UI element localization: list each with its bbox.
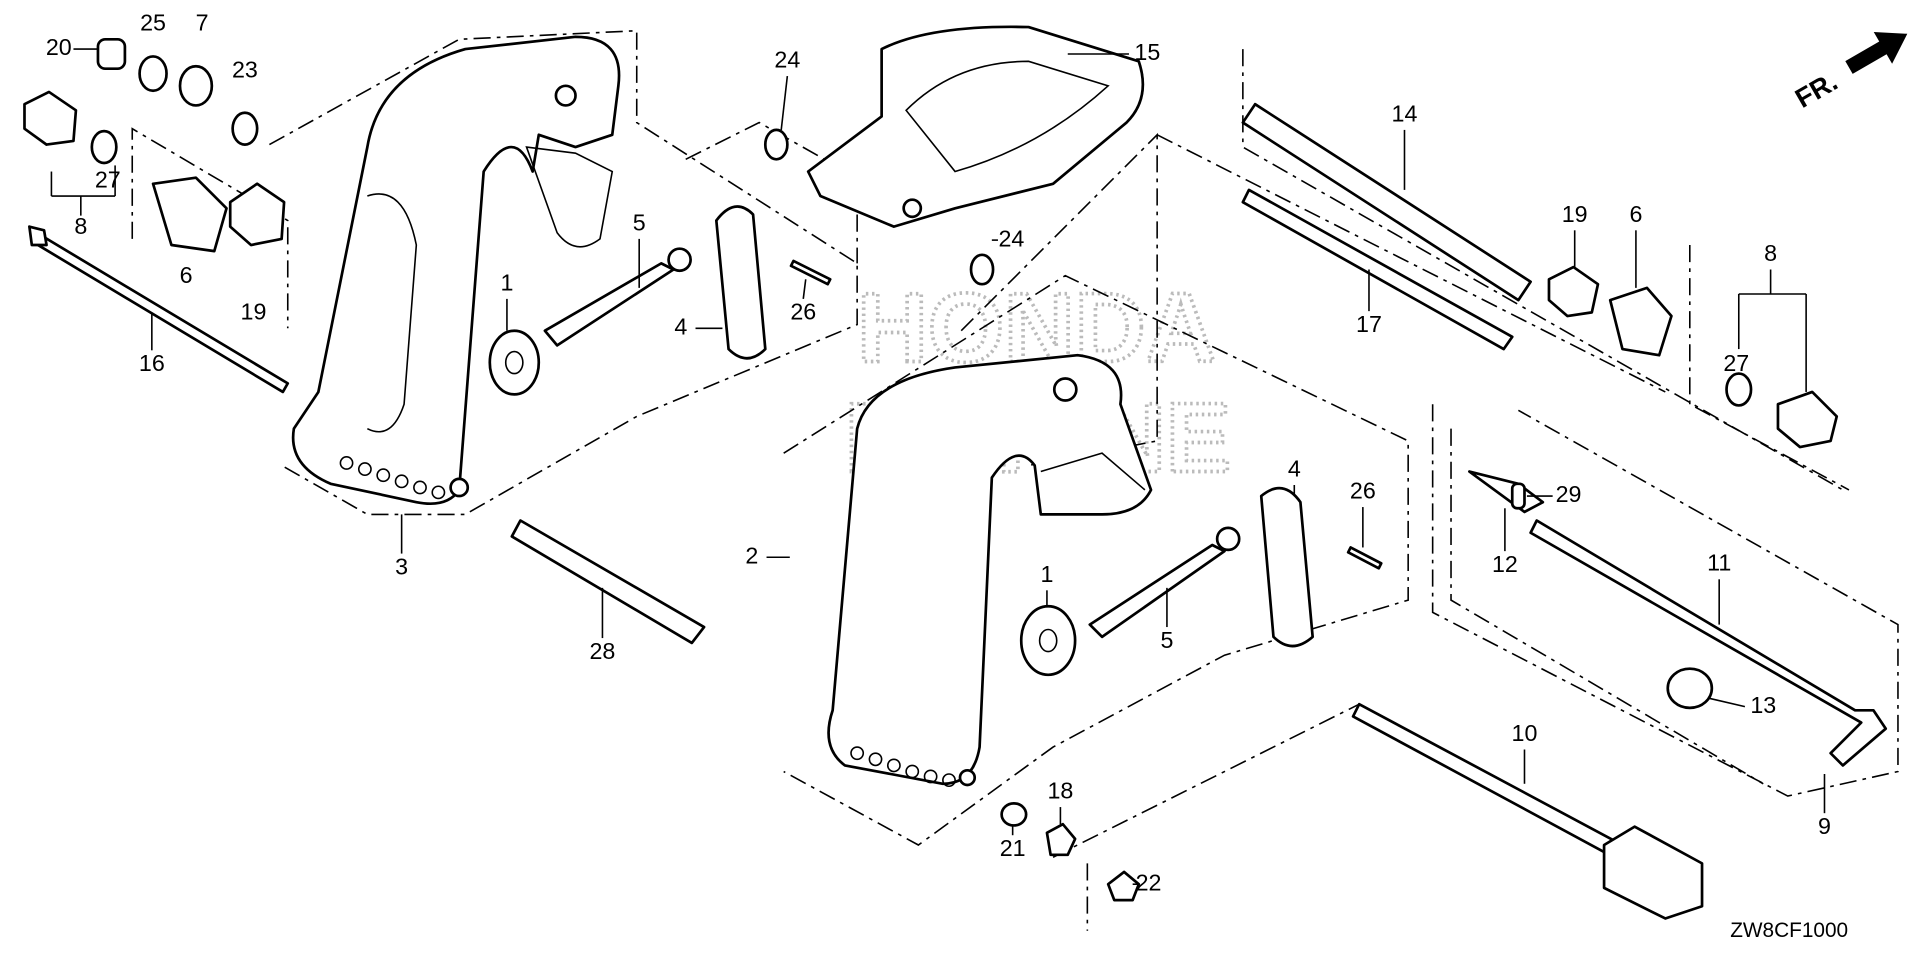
callout: 6 [1629,201,1642,227]
callout: 2 [745,542,758,568]
callout: 27 [95,166,121,192]
callout: 24 [774,46,800,72]
bracket-2 [827,353,1153,788]
callout: 29 [1556,481,1582,507]
bracket-3 [291,35,621,506]
rods [28,102,1888,920]
callout: 25 [140,10,166,36]
callout: 16 [139,350,165,376]
callout: 13 [1750,692,1776,718]
callout: 17 [1356,311,1382,337]
callout: 14 [1392,100,1418,126]
diagram-code: ZW8CF1000 [1730,919,1848,942]
callout: 8 [1764,240,1777,266]
callout: 24 [998,225,1024,251]
callouts: 20 25 7 23 27 8 6 19 16 3 1 5 4 26 24 24… [46,10,1831,896]
callout: 4 [1288,455,1301,481]
callout: 7 [196,10,209,36]
callout: 8 [74,213,87,239]
callout: 11 [1707,550,1731,576]
callout: 12 [1492,551,1518,577]
callout: 23 [232,56,258,82]
callout: 19 [241,299,267,325]
callout: 22 [1136,869,1162,895]
callout: 21 [1000,835,1026,861]
front-arrow-indicator: FR. [1790,31,1908,114]
callout: 19 [1562,201,1588,227]
callout: 3 [395,553,408,579]
callout: 4 [674,313,687,339]
leader-lines [50,48,1826,885]
callout: 9 [1818,813,1831,839]
callout: 6 [180,262,193,288]
callout: 26 [1350,477,1376,503]
group-outlines [131,29,1899,931]
callout: 28 [590,638,616,664]
front-label: FR. [1790,66,1843,114]
callout: 15 [1134,39,1160,65]
callout: 26 [790,299,816,325]
handle-15 [806,25,1145,228]
callout: 27 [1723,350,1749,376]
callout: 10 [1512,720,1538,746]
screws-and-links [488,205,1314,677]
callout: 5 [1160,627,1173,653]
callout: 18 [1047,777,1073,803]
hardware [23,37,1839,902]
callout: 20 [46,34,72,60]
arrow-icon [1845,31,1908,74]
callout: 1 [1040,561,1053,587]
callout: 5 [633,209,646,235]
callout: 1 [500,269,513,295]
